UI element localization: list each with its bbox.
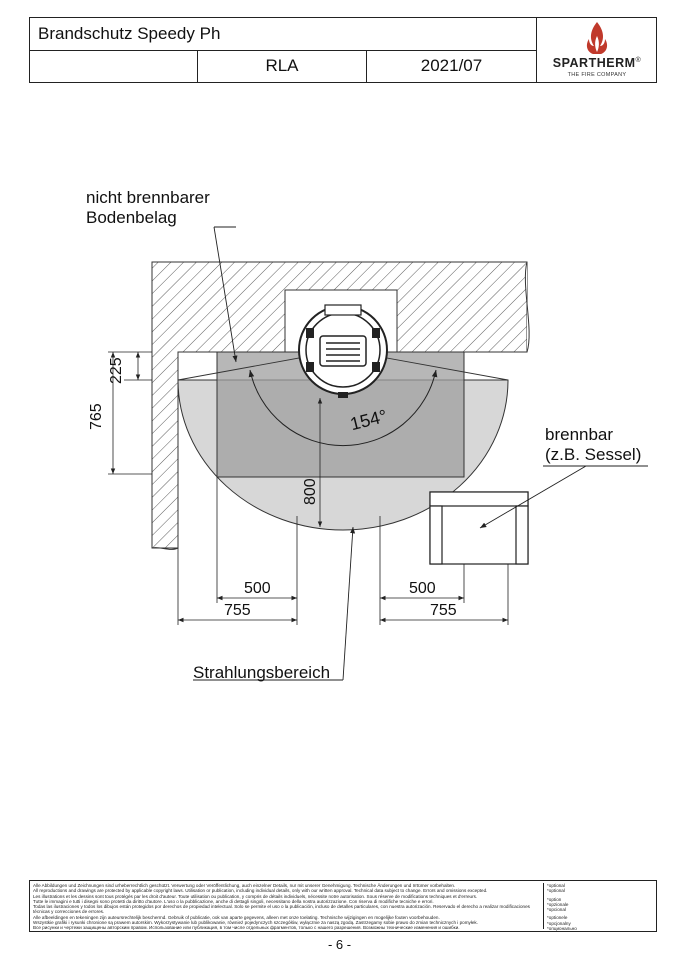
- label-radiation-area: Strahlungsbereich: [193, 663, 331, 682]
- model-code: RLA: [198, 51, 367, 83]
- spartherm-logo: SPARTHERM® THE FIRE COMPANY: [537, 18, 657, 82]
- flame-icon: [586, 22, 608, 54]
- brand-tagline: THE FIRE COMPANY: [567, 72, 627, 78]
- label-floor-line1: nicht brennbarer: [86, 188, 210, 207]
- optional-legend: *optional *optional *option *opzionale *…: [543, 883, 657, 931]
- label-combustible-line2: (z.B. Sessel): [545, 445, 642, 464]
- label-combustible-line1: brennbar: [545, 425, 614, 444]
- document-title: Brandschutz Speedy Ph: [30, 18, 537, 51]
- angle-arc: [248, 369, 438, 447]
- empty-cell: [30, 51, 198, 83]
- dim-right-755: 755: [430, 602, 457, 619]
- dim-left-500: 500: [244, 580, 271, 597]
- stove: [298, 304, 388, 398]
- copyright-notice: Alle Abbildungen und Zeichnungen sind ur…: [33, 883, 530, 931]
- page-number: - 6 -: [327, 937, 352, 952]
- dim-800: 800: [302, 478, 319, 505]
- dim-right-500: 500: [409, 580, 436, 597]
- armchair: [429, 491, 529, 565]
- dim-765: 765: [88, 403, 105, 430]
- legal-footer: Alle Abbildungen und Zeichnungen sind ur…: [29, 880, 657, 932]
- dim-left-755: 755: [224, 602, 251, 619]
- label-floor-line2: Bodenbelag: [86, 208, 177, 227]
- document-date: 2021/07: [367, 51, 537, 83]
- dim-225: 225: [108, 357, 125, 384]
- brand-name: SPARTHERM®: [552, 56, 642, 70]
- title-block: Brandschutz Speedy Ph RLA 2021/07 SPARTH…: [29, 17, 657, 83]
